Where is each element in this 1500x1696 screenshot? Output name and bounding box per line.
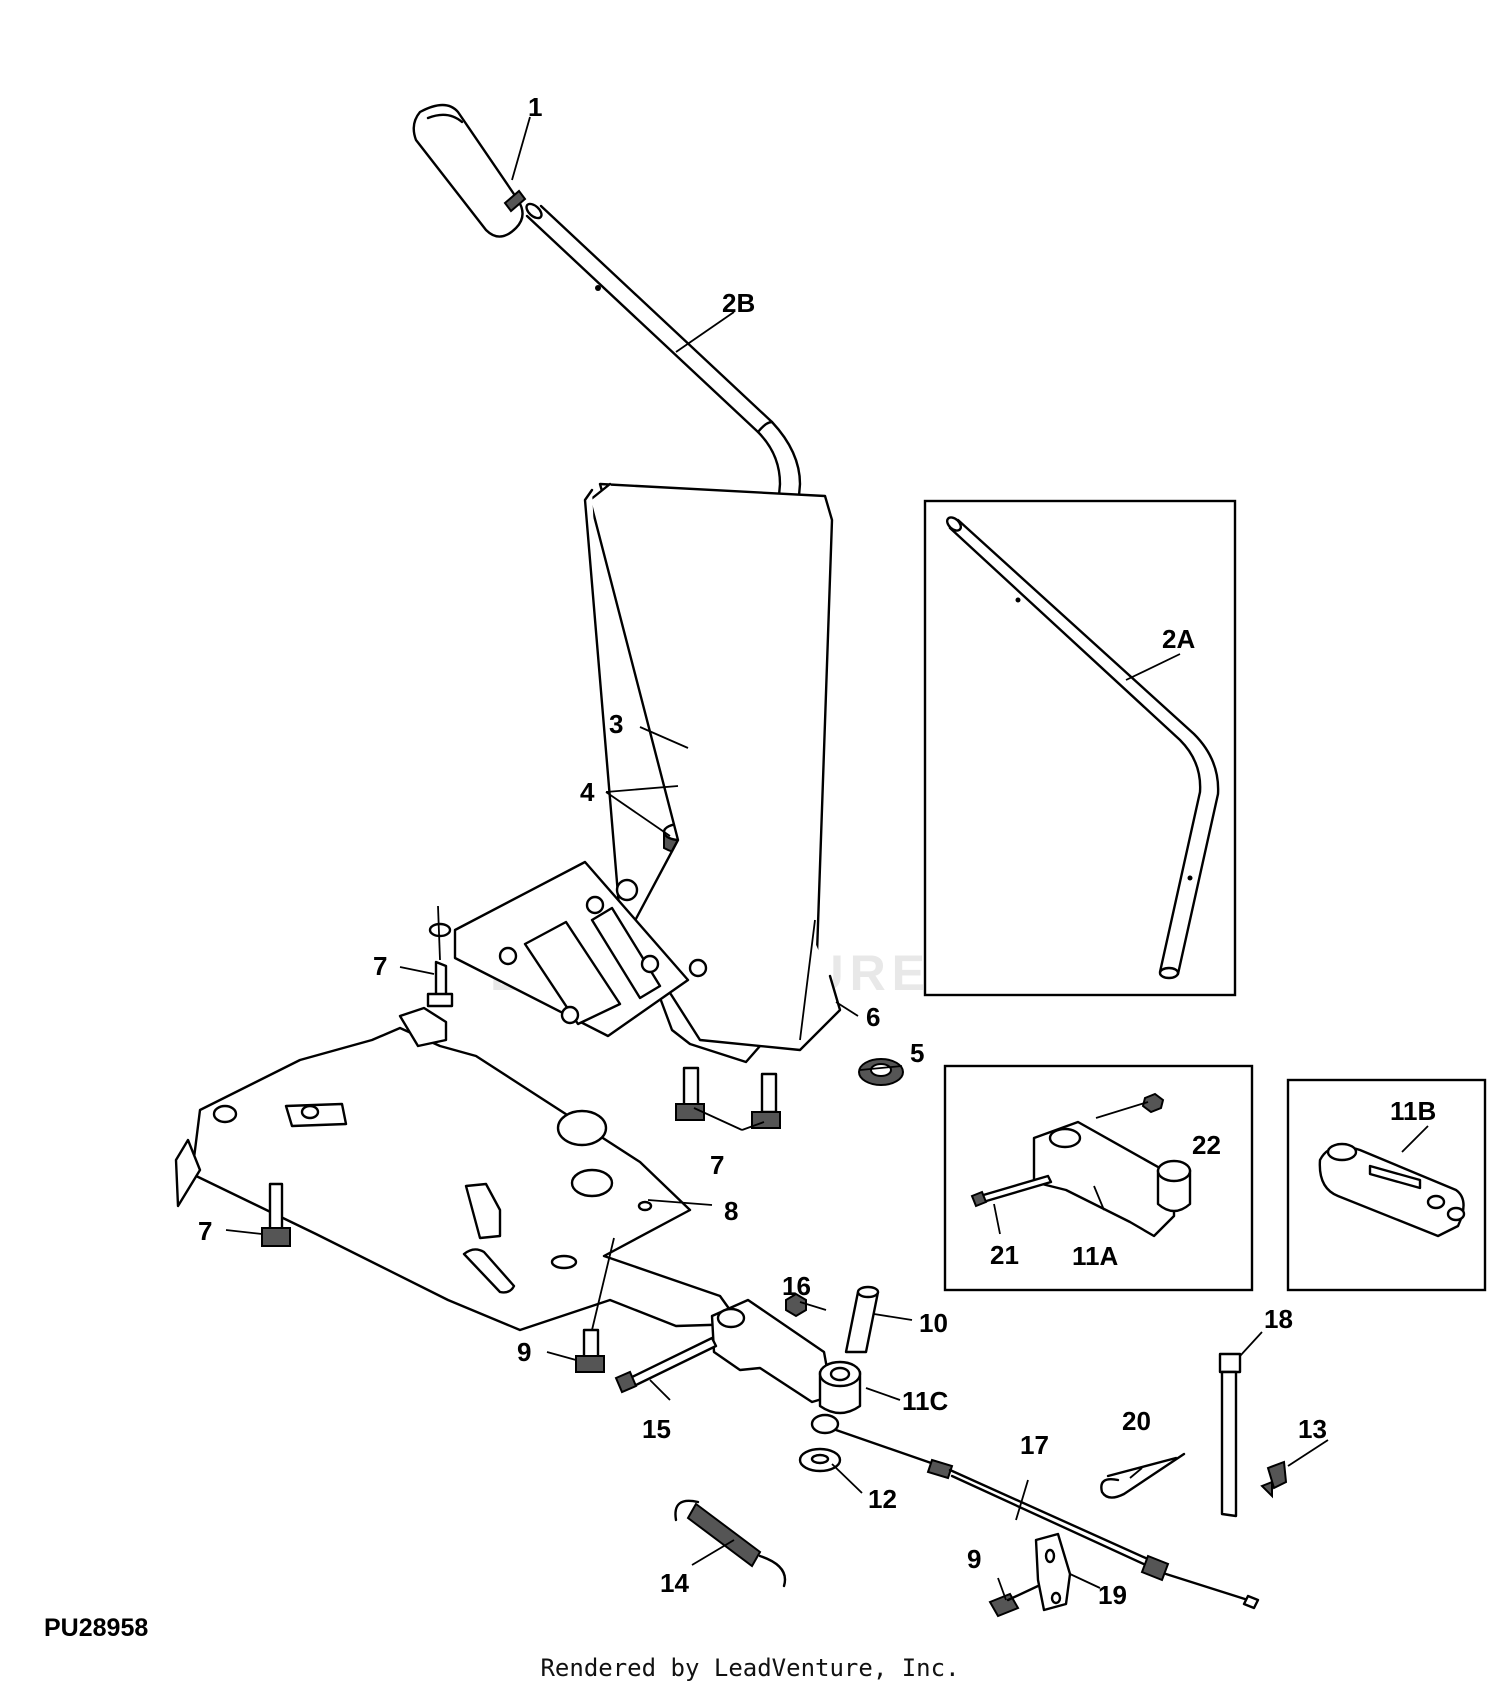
bolt-part-7-right-a	[675, 1066, 705, 1121]
callout-2a: 2A	[1162, 624, 1195, 654]
clip-part-20	[1100, 1452, 1186, 1499]
mount-plate-part-6	[583, 482, 842, 1064]
nut-part-16	[785, 1292, 807, 1318]
base-frame-part-8	[174, 1006, 742, 1332]
cable-tie-part-18	[1218, 1352, 1242, 1518]
inset-box-2a	[923, 499, 1237, 997]
callout-22: 22	[1192, 1130, 1221, 1160]
bolt-part-7-top	[426, 922, 454, 1008]
callout-11b: 11B	[1390, 1096, 1436, 1126]
callout-11c: 11C	[902, 1386, 948, 1416]
lever-arm-part-11c	[710, 1298, 862, 1415]
cable-part-17	[810, 1413, 1260, 1610]
callout-2b: 2B	[722, 288, 755, 318]
inset-box-11a	[943, 1064, 1254, 1292]
callout-1: 1	[528, 92, 542, 122]
bolt-part-9-lower	[988, 1584, 1040, 1618]
diagram-id-label: PU28958	[44, 1614, 149, 1642]
bolt-part-7-right-b	[751, 1072, 781, 1129]
callout-18: 18	[1264, 1304, 1293, 1334]
callout-9-lower: 9	[967, 1544, 981, 1574]
spring-part-14	[674, 1499, 787, 1588]
callout-8: 8	[724, 1196, 738, 1226]
push-clip-part-13	[1260, 1460, 1288, 1499]
callout-21: 21	[990, 1240, 1019, 1270]
pin-part-10	[844, 1285, 880, 1354]
callout-7-right: 7	[710, 1150, 724, 1180]
callout-10: 10	[919, 1308, 948, 1338]
callout-6: 6	[866, 1002, 880, 1032]
callout-11a: 11A	[1072, 1241, 1118, 1271]
callout-labels: 1 2B 2A 3 4 5 6 7 7 7 8 9 9 10 11A 11B 1…	[198, 92, 1436, 1610]
bolt-part-7-left	[261, 1182, 291, 1247]
inset-box-11b	[1286, 1078, 1487, 1292]
bracket-part-19	[1034, 1532, 1072, 1612]
callout-7-left: 7	[198, 1216, 212, 1246]
callout-4: 4	[580, 777, 595, 807]
callout-17: 17	[1020, 1430, 1049, 1460]
render-credit-footer: Rendered by LeadVenture, Inc.	[540, 1654, 960, 1682]
callout-16: 16	[782, 1271, 811, 1301]
bolt-part-9-center	[575, 1328, 605, 1373]
knob-part-1	[412, 103, 527, 238]
callout-9-center: 9	[517, 1337, 531, 1367]
callout-12: 12	[868, 1484, 897, 1514]
bolt-part-15	[614, 1336, 718, 1394]
callout-5: 5	[910, 1038, 924, 1068]
callout-15: 15	[642, 1414, 671, 1444]
callout-3: 3	[609, 709, 623, 739]
callout-7-top: 7	[373, 951, 387, 981]
callout-19: 19	[1098, 1580, 1127, 1610]
callout-14: 14	[660, 1568, 689, 1598]
washer-part-12	[798, 1447, 842, 1473]
nut-part-5	[858, 1058, 904, 1086]
slotted-guide-plate	[453, 860, 708, 1038]
callout-13: 13	[1298, 1414, 1327, 1444]
callout-leaders	[225, 116, 1429, 1601]
callout-20: 20	[1122, 1406, 1151, 1436]
